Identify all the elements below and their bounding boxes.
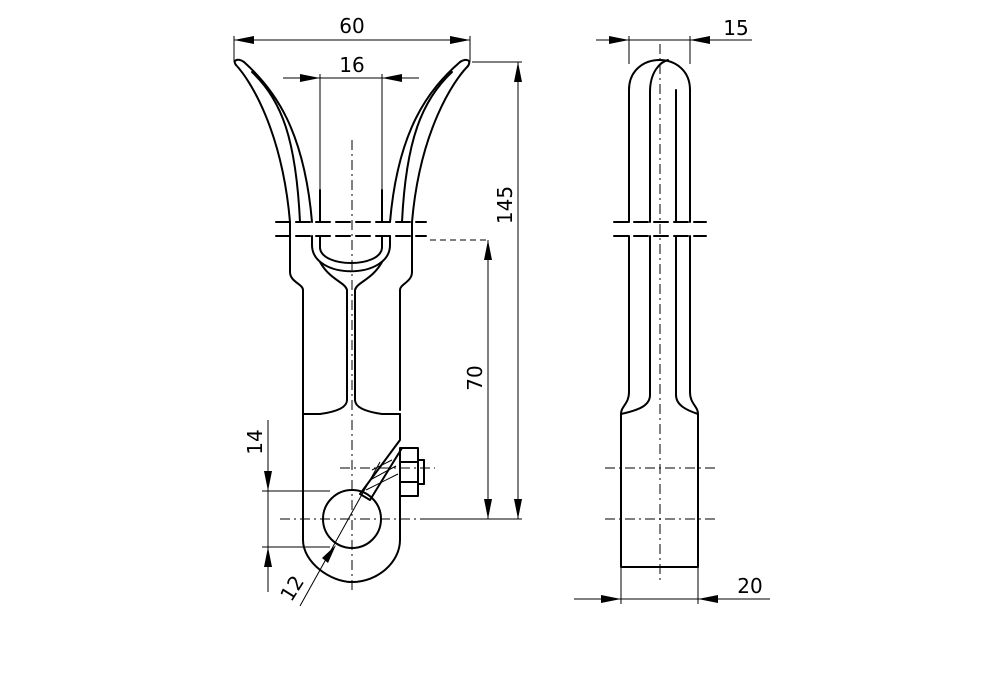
inner-u-curve xyxy=(311,235,391,273)
front-view xyxy=(233,58,520,590)
left-horn-outer-edge xyxy=(235,64,304,411)
dim-15-arrow-right xyxy=(690,36,710,44)
web-right-edge xyxy=(354,261,401,415)
dim-16-arrow-left xyxy=(300,74,320,82)
dim-20-arrow-left xyxy=(601,595,621,603)
thread-hatch-2 xyxy=(369,465,397,481)
right-horn-outer-edge xyxy=(399,65,469,411)
dim-70-arrow-bottom xyxy=(484,499,492,519)
thread-hatch-3 xyxy=(365,473,399,491)
dim-145-arrow-top xyxy=(514,62,522,82)
side-inner-lower-right xyxy=(675,235,699,415)
dim-12-label: 12 xyxy=(275,571,309,605)
right-horn-mid-edge xyxy=(401,71,453,223)
side-dimensions: 15 20 xyxy=(574,16,770,604)
dim-15-arrow-left xyxy=(609,36,629,44)
dim-145-arrow-bottom xyxy=(514,499,522,519)
left-horn-inner-edge xyxy=(243,61,313,223)
dim-60-arrow-right xyxy=(450,36,470,44)
dim-12-arrow xyxy=(322,545,336,563)
front-dimensions: 60 16 145 70 14 12 xyxy=(233,14,522,607)
web-left-edge xyxy=(302,261,348,415)
dim-16-label: 16 xyxy=(339,53,364,77)
dim-70-label: 70 xyxy=(463,365,487,390)
dim-14-label: 14 xyxy=(243,429,267,454)
dim-20-label: 20 xyxy=(737,574,762,598)
pivot-hole xyxy=(322,489,382,549)
dim-60-arrow-left xyxy=(234,36,254,44)
side-inner-lower-left xyxy=(620,235,651,415)
bolt-head xyxy=(399,447,419,497)
dim-20-arrow-right xyxy=(698,595,718,603)
left-horn-mid-edge xyxy=(251,71,301,223)
dim-12-leader xyxy=(299,461,381,607)
dim-16-arrow-right xyxy=(382,74,402,82)
inner-u-curve-inner xyxy=(319,235,383,264)
dim-15-label: 15 xyxy=(723,16,748,40)
dim-70-arrow-top xyxy=(484,240,492,260)
dim-14-arrow-bottom xyxy=(264,547,272,567)
dim-145-label: 145 xyxy=(493,186,517,224)
left-horn-tip xyxy=(233,58,245,66)
side-inner-line-left xyxy=(649,59,669,223)
side-view xyxy=(605,44,715,580)
right-horn-inner-edge xyxy=(389,61,461,223)
right-horn-tip xyxy=(459,58,471,67)
dim-14-arrow-top xyxy=(264,471,272,491)
dim-60-label: 60 xyxy=(339,14,364,38)
